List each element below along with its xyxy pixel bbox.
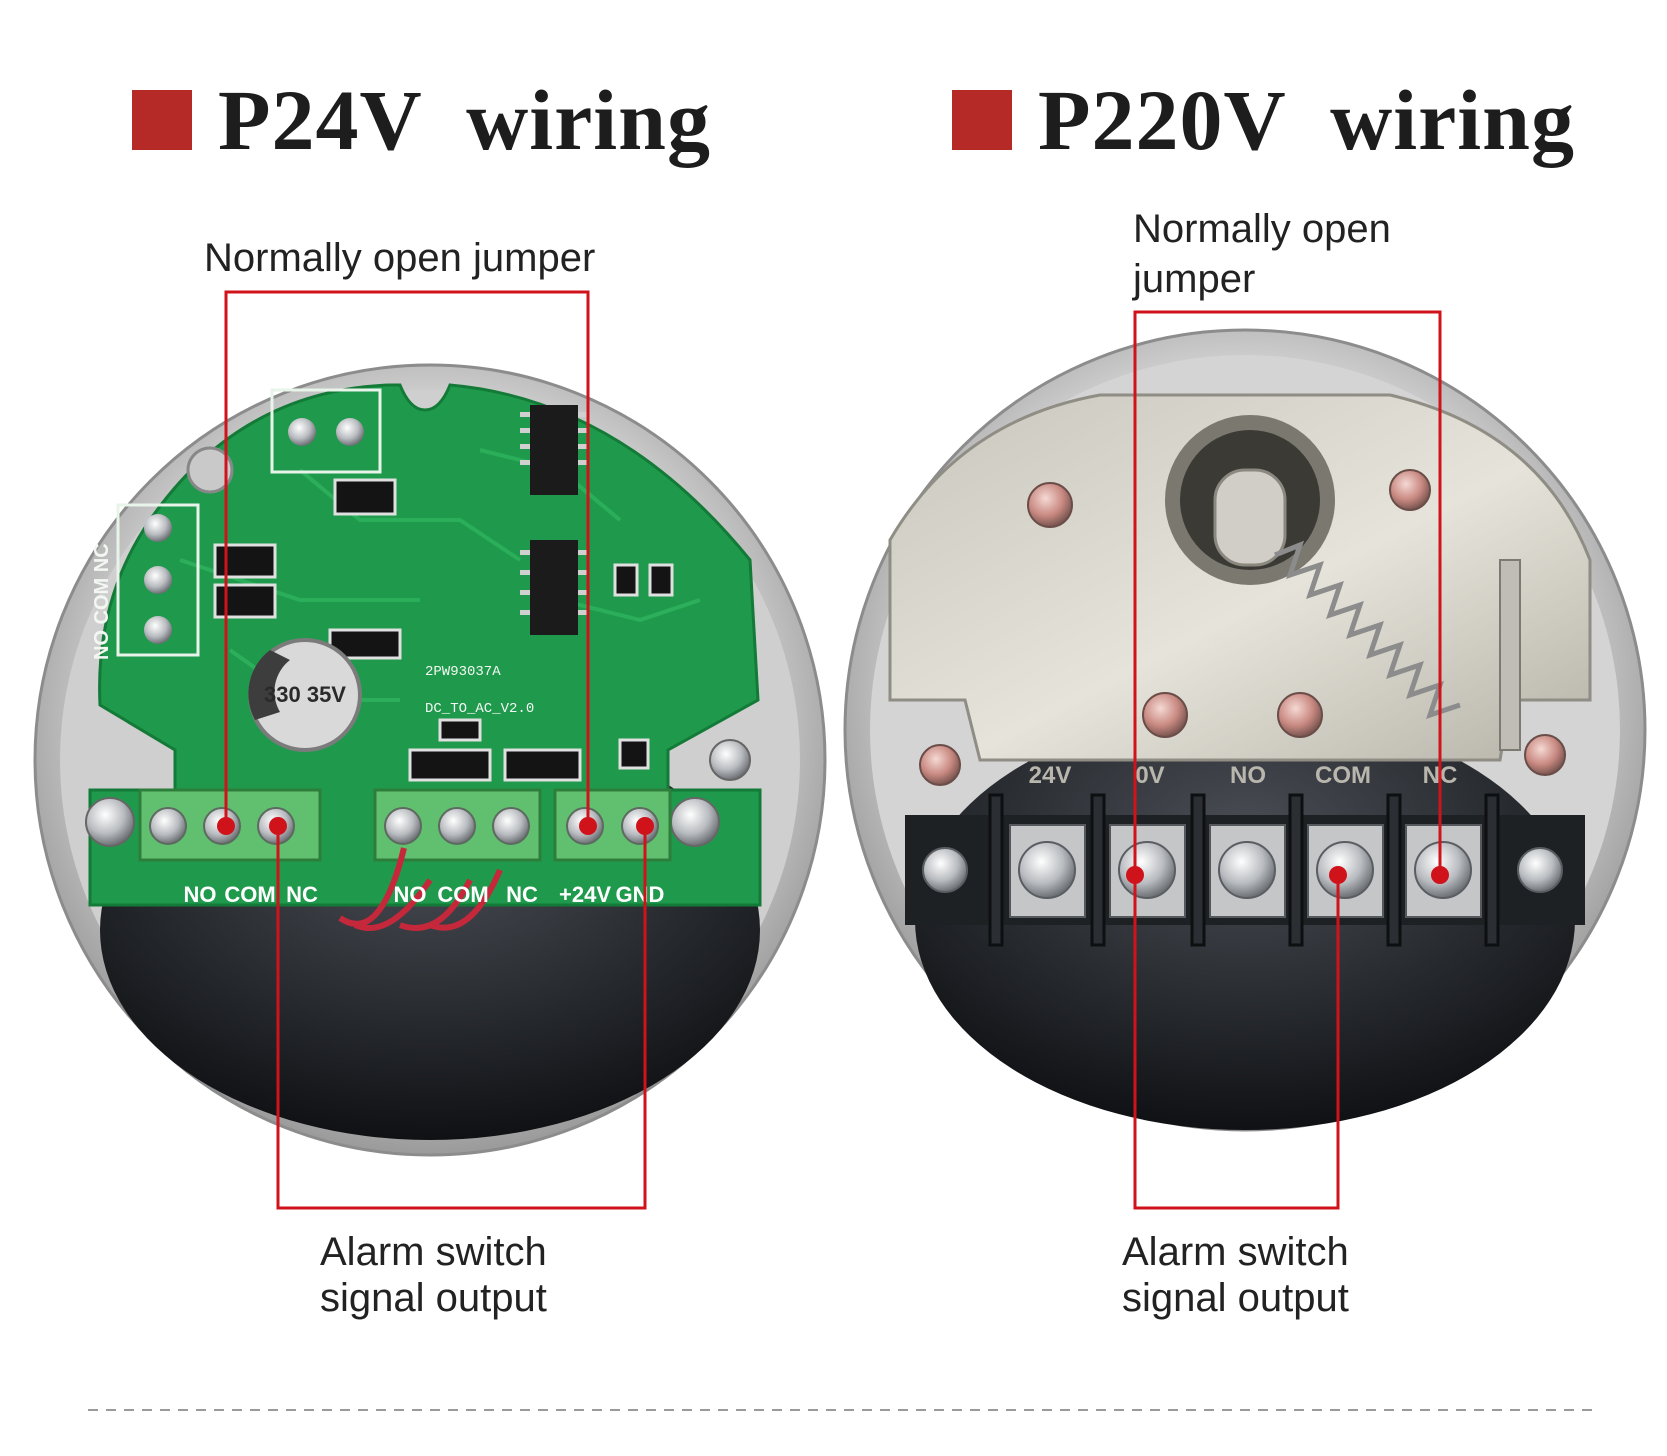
terminal-label: NO (1230, 762, 1266, 789)
title-p24v: P24V wiring (132, 70, 711, 170)
terminal-label: 0V (1135, 762, 1164, 789)
right-jumper-label-line2: jumper (1133, 257, 1256, 301)
terminal-label: +24V (559, 882, 611, 907)
terminal-label: NO (394, 882, 427, 907)
terminal-label: COM (224, 882, 275, 907)
p24v-device: NO COM NC 330 3 (33, 363, 827, 1157)
right-output-label-line2: signal output (1122, 1276, 1349, 1320)
title-p220v: P220V wiring (952, 70, 1575, 170)
terminal-label: GND (616, 882, 665, 907)
terminal-label: 24V (1029, 762, 1072, 789)
p220v-device: 24V 0V NO COM NC (843, 328, 1647, 1132)
callout-lines (224, 290, 1442, 1210)
title-bullet (952, 90, 1012, 150)
left-output-label-line2: signal output (320, 1276, 547, 1320)
terminal-label: NC (286, 882, 318, 907)
title-bullet (132, 90, 192, 150)
left-jumper-label: Normally open jumper (204, 236, 596, 280)
callout-dots (217, 817, 1449, 884)
right-output-label-line1: Alarm switch (1122, 1230, 1349, 1274)
terminal-label: NC (506, 882, 538, 907)
title-text: P220V wiring (1038, 72, 1575, 168)
title-text: P24V wiring (218, 72, 711, 168)
board-label-1: 2PW93037A (425, 664, 501, 680)
capacitor-label: 330 35V (264, 682, 346, 707)
terminal-label: COM (1315, 762, 1371, 789)
terminal-label: NO (184, 882, 217, 907)
terminal-label: COM (437, 882, 488, 907)
board-label-2: DC_TO_AC_V2.0 (425, 701, 534, 717)
right-jumper-label-line1: Normally open (1133, 207, 1391, 251)
left-output-label-line1: Alarm switch (320, 1230, 547, 1274)
silk-label-left: NO COM NC (91, 543, 113, 660)
